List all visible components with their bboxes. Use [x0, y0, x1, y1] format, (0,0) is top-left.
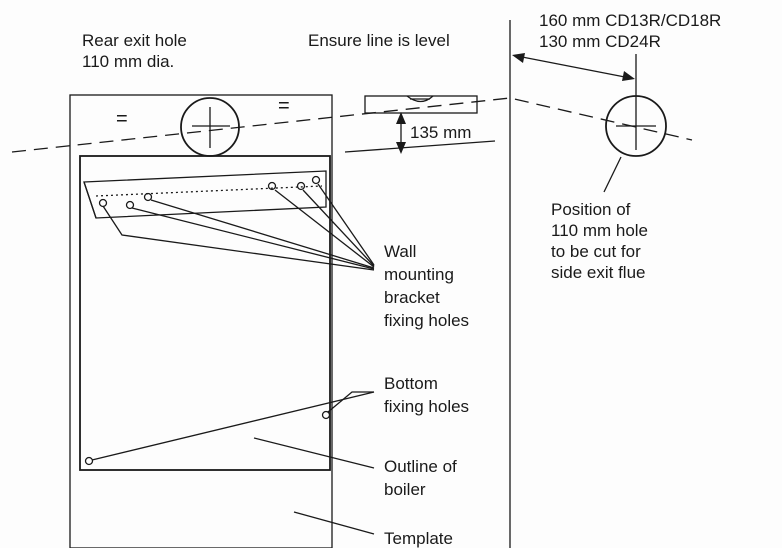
position-label-2: 110 mm hole [551, 221, 648, 240]
dimension-135-arrow-bottom [396, 142, 406, 154]
side-dimension-line [516, 55, 631, 79]
position-label-3: to be cut for [551, 242, 641, 261]
fixing-hole-right-2 [296, 181, 306, 191]
equal-sign-right: = [278, 95, 290, 117]
leader-position [603, 156, 622, 193]
leader-hole-right-3 [317, 183, 375, 266]
wall-bracket-label-4: fixing holes [384, 311, 469, 330]
level-label: Ensure line is level [308, 31, 450, 50]
bottom-fixing-label-2: fixing holes [384, 397, 469, 416]
spirit-level [364, 95, 478, 114]
fixing-hole-left-2 [125, 200, 135, 210]
rear-exit-label-2: 110 mm dia. [82, 52, 174, 71]
fixing-hole-left-1 [98, 198, 108, 208]
fixing-hole-right-3 [311, 175, 321, 185]
wall-bracket [83, 170, 327, 219]
rear-exit-hole [180, 97, 240, 157]
leader-outline [253, 437, 375, 469]
fixing-holes [84, 175, 331, 466]
flue-centre-line [11, 97, 693, 153]
dimension-135-arrow-top [396, 112, 406, 124]
leader-hole-right-1 [274, 189, 375, 268]
leader-template [293, 511, 375, 535]
wall-bracket-edge [83, 181, 97, 219]
wall-bracket-label-2: mounting [384, 265, 454, 284]
bottom-fixing-hole-left [84, 456, 94, 466]
leader-hole-left-1 [102, 205, 375, 271]
wall-bracket-label-3: bracket [384, 288, 440, 307]
template-label: Template [384, 529, 453, 548]
leader-hole-right-2 [302, 189, 375, 267]
side-dimension-label-1: 160 mm CD13R/CD18R [539, 11, 721, 30]
bottom-fixing-hole-right [321, 410, 331, 420]
outline-label-2: boiler [384, 480, 426, 499]
position-label-4: side exit flue [551, 263, 646, 282]
leader-hole-left-3 [150, 199, 375, 269]
leader-bottom-left [91, 391, 375, 461]
rear-exit-label-1: Rear exit hole [82, 31, 187, 50]
equal-sign-left: = [116, 108, 128, 130]
position-label-1: Position of [551, 200, 631, 219]
reference-line-level [344, 140, 496, 153]
side-dimension-arrow-right [622, 71, 635, 81]
outline-label-1: Outline of [384, 457, 457, 476]
side-dimension-label-2: 130 mm CD24R [539, 32, 661, 51]
leader-hole-left-2 [131, 207, 375, 270]
wall-bracket-label-1: Wall [384, 242, 416, 261]
level-bubble [406, 95, 434, 103]
dimension-135-label: 135 mm [410, 123, 471, 142]
fixing-hole-right-1 [267, 181, 277, 191]
fixing-hole-left-3 [143, 192, 153, 202]
leader-lines [91, 156, 622, 535]
bottom-fixing-label-1: Bottom [384, 374, 438, 393]
leader-bottom-right [327, 391, 374, 413]
side-dimension-arrow-left [512, 53, 525, 63]
template-sheet [69, 94, 333, 548]
wall-bracket-inner [95, 185, 323, 197]
